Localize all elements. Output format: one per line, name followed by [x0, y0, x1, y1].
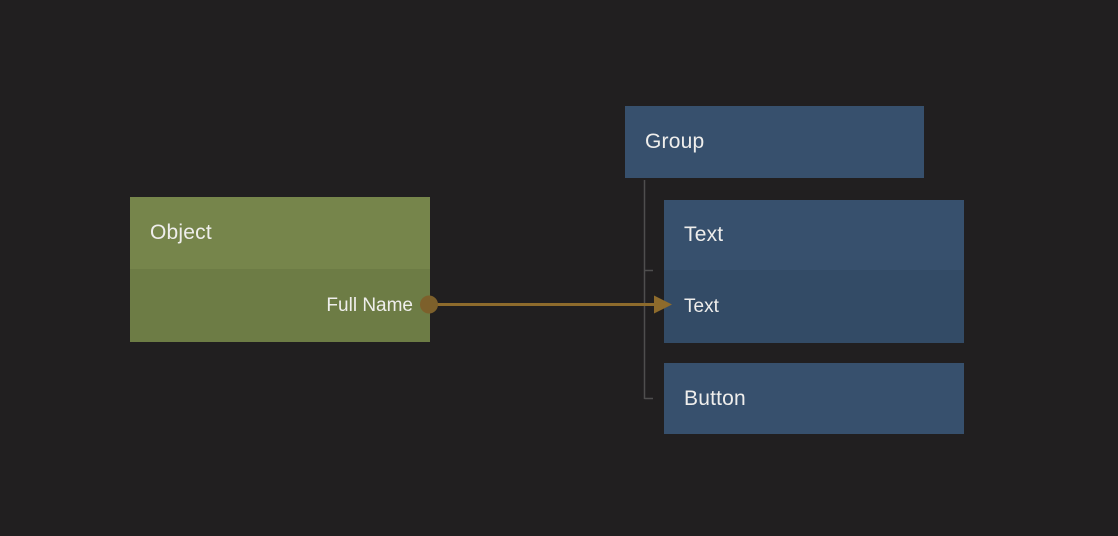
text-node-header[interactable]: Text [664, 200, 964, 270]
text-property-row[interactable]: Text [664, 270, 964, 343]
button-node-title: Button [684, 386, 746, 410]
connection-arrowhead-icon [654, 295, 672, 314]
text-node-title: Text [684, 223, 724, 246]
text-property-label: Text [684, 295, 719, 317]
object-node-title: Object [150, 221, 212, 244]
object-node[interactable]: Object Full Name [130, 197, 430, 342]
full-name-output-label: Full Name [326, 294, 413, 316]
full-name-output-row[interactable]: Full Name [130, 269, 430, 342]
text-node[interactable]: Text Text [664, 200, 964, 343]
group-tree-connector [643, 180, 653, 400]
output-port-icon[interactable] [420, 295, 438, 314]
object-node-header[interactable]: Object [130, 197, 430, 269]
group-node[interactable]: Group [625, 106, 924, 178]
group-node-header[interactable]: Group [625, 106, 924, 178]
group-node-title: Group [645, 130, 705, 153]
button-node[interactable]: Button [664, 363, 964, 434]
button-node-header[interactable]: Button [664, 363, 964, 434]
